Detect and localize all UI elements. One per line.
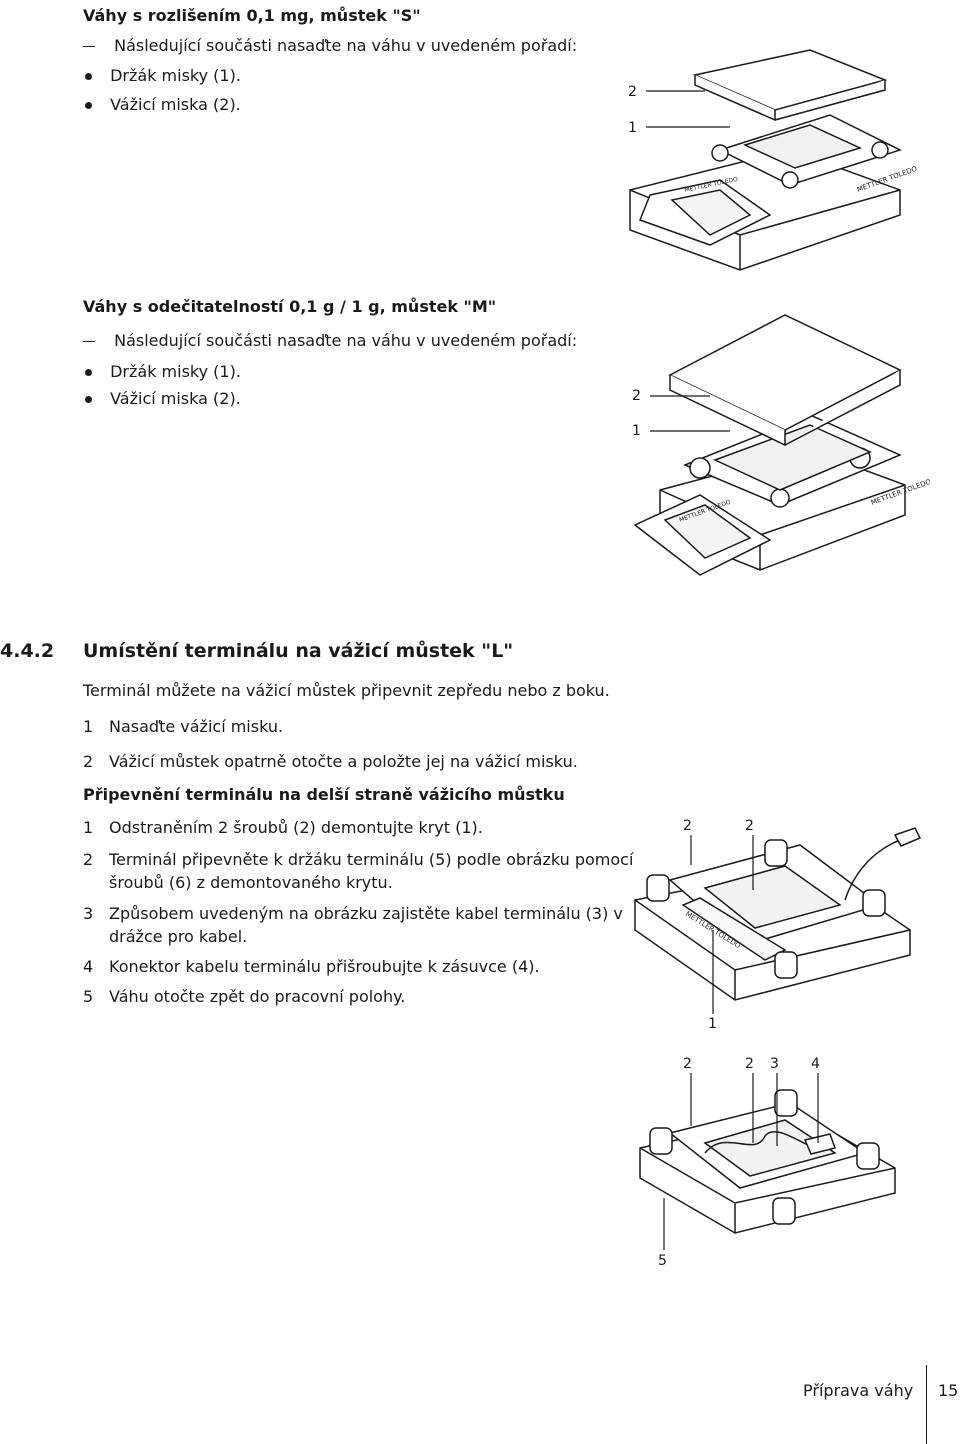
step-item: 2 Vážicí můstek opatrně otočte a položte … bbox=[83, 752, 578, 772]
step-number: 5 bbox=[83, 987, 94, 1006]
dash-icon bbox=[83, 46, 95, 47]
step-text: Nasaďte vážicí misku. bbox=[109, 717, 284, 736]
step-number: 2 bbox=[83, 850, 94, 869]
bullet-icon bbox=[85, 102, 92, 109]
section-s-heading: Váhy s rozlišením 0,1 mg, můstek "S" bbox=[83, 6, 421, 25]
list-item: Držák misky (1). bbox=[85, 66, 241, 86]
substep-item: 4 Konektor kabelu terminálu přišroubujte … bbox=[83, 957, 540, 977]
substep-item: 3 Způsobem uvedeným na obrázku zajistěte … bbox=[83, 904, 623, 924]
figure-label: 2 bbox=[683, 1056, 692, 1072]
list-item-text: Držák misky (1). bbox=[110, 362, 241, 381]
step-text-continued: šroubů (6) z demontovaného krytu. bbox=[109, 873, 393, 892]
list-item-text: Vážicí miska (2). bbox=[110, 95, 241, 114]
footer-chapter: Příprava váhy bbox=[803, 1381, 914, 1400]
step-text: Způsobem uvedeným na obrázku zajistěte k… bbox=[109, 904, 623, 923]
substep-item: 5 Váhu otočte zpět do pracovní polohy. bbox=[83, 987, 405, 1007]
step-number: 2 bbox=[83, 752, 94, 771]
balance-s-illustration: METTLER TOLEDO METTLER TOLEDO 2 1 bbox=[628, 49, 919, 271]
figure-label: 1 bbox=[632, 423, 641, 439]
figure-label: 1 bbox=[628, 120, 637, 136]
list-item: Držák misky (1). bbox=[85, 362, 241, 382]
step-text: Odstraněním 2 šroubů (2) demontujte kryt… bbox=[109, 818, 483, 837]
step-number: 1 bbox=[83, 717, 94, 736]
figure-label: 3 bbox=[770, 1056, 779, 1072]
section-intro: Terminál můžete na vážicí můstek připevn… bbox=[83, 681, 610, 700]
figure-label: 2 bbox=[745, 1056, 754, 1072]
figure-label: 2 bbox=[683, 818, 692, 834]
section-m-heading: Váhy s odečitatelností 0,1 g / 1 g, můst… bbox=[83, 297, 497, 316]
step-item: 1 Nasaďte vážicí misku. bbox=[83, 717, 283, 737]
footer-divider bbox=[926, 1365, 927, 1444]
section-m-intro-text: Následující součásti nasaďte na váhu v u… bbox=[114, 331, 578, 350]
figure-label: 2 bbox=[745, 818, 754, 834]
bullet-icon bbox=[85, 396, 92, 403]
substep-item: 1 Odstraněním 2 šroubů (2) demontujte kry… bbox=[83, 818, 483, 838]
underside-cover-illustration: METTLER TOLEDO 2 2 1 bbox=[634, 818, 922, 1032]
page-number: 15 bbox=[938, 1381, 959, 1400]
figure-label: 2 bbox=[632, 388, 641, 404]
dash-icon bbox=[83, 341, 95, 342]
figure-label: 5 bbox=[658, 1253, 667, 1269]
figure-label: 4 bbox=[811, 1056, 820, 1072]
section-title: Umístění terminálu na vážicí můstek "L" bbox=[83, 640, 514, 662]
step-text: Vážicí můstek opatrně otočte a položte j… bbox=[109, 752, 578, 771]
bullet-icon bbox=[85, 73, 92, 80]
step-number: 4 bbox=[83, 957, 94, 976]
step-number: 1 bbox=[83, 818, 94, 837]
step-text: Konektor kabelu terminálu přišroubujte k… bbox=[109, 957, 540, 976]
underside-cable-illustration: 2 2 3 4 5 bbox=[639, 1056, 896, 1269]
step-text-continued: drážce pro kabel. bbox=[109, 927, 248, 946]
list-item: Vážicí miska (2). bbox=[85, 389, 241, 409]
bullet-icon bbox=[85, 369, 92, 376]
list-item-text: Držák misky (1). bbox=[110, 66, 241, 85]
list-item: Vážicí miska (2). bbox=[85, 95, 241, 115]
section-m-intro: Následující součásti nasaďte na váhu v u… bbox=[83, 331, 577, 351]
list-item-text: Vážicí miska (2). bbox=[110, 389, 241, 408]
step-text: Váhu otočte zpět do pracovní polohy. bbox=[109, 987, 406, 1006]
substep-item: 2 Terminál připevněte k držáku terminálu … bbox=[83, 850, 633, 870]
figure-label: 1 bbox=[708, 1016, 717, 1032]
balance-m-illustration: METTLER TOLEDO METTLER TOLEDO 2 1 bbox=[632, 314, 930, 576]
figure-label: 2 bbox=[628, 84, 637, 100]
subheading: Připevnění terminálu na delší straně váž… bbox=[83, 785, 565, 804]
step-number: 3 bbox=[83, 904, 94, 923]
section-s-intro-text: Následující součásti nasaďte na váhu v u… bbox=[114, 36, 578, 55]
section-s-intro: Následující součásti nasaďte na váhu v u… bbox=[83, 36, 577, 56]
step-text: Terminál připevněte k držáku terminálu (… bbox=[109, 850, 634, 869]
section-number: 4.4.2 bbox=[0, 640, 55, 662]
